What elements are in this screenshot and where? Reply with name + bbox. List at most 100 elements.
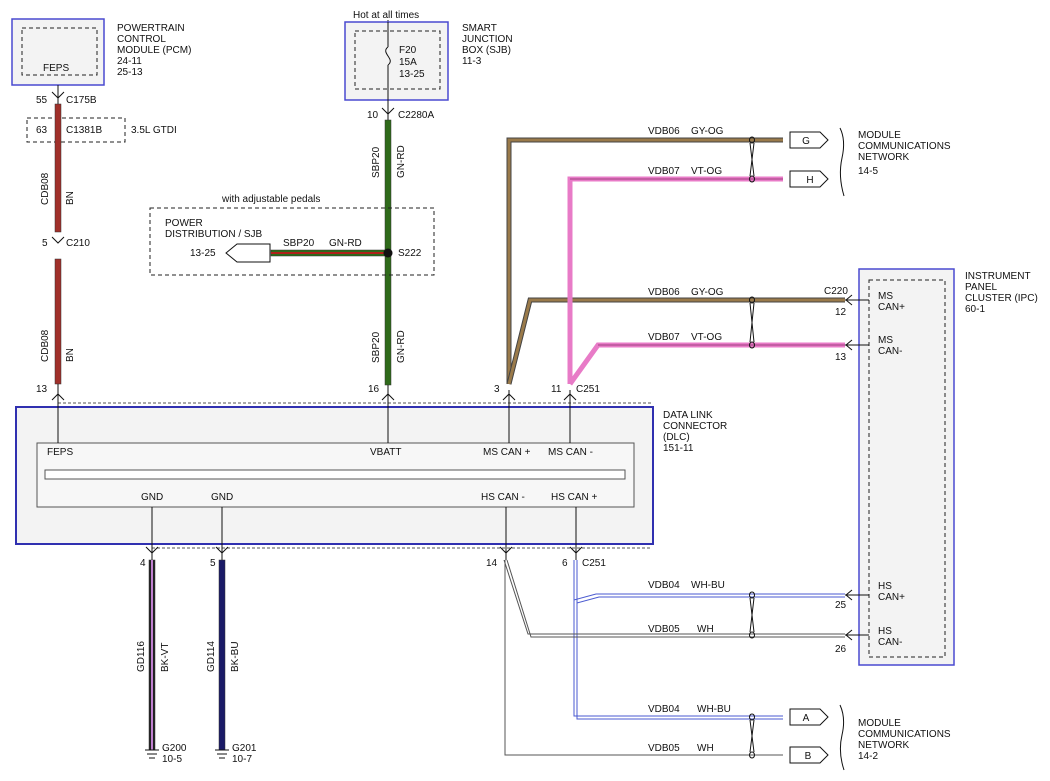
- connector-h: [789, 170, 829, 188]
- ipc-pin-26-l1: HS: [878, 626, 892, 637]
- feps-wire-top-circuit: CDB08: [40, 172, 51, 205]
- pcm-inner: [21, 27, 98, 76]
- dlc-num-13: 13: [36, 384, 48, 395]
- ground-icon-g201: [215, 749, 229, 759]
- mcn-top-conn-g: G: [802, 136, 810, 147]
- dlc-num-6: 6: [562, 558, 568, 569]
- mcn-bot-w2-color: WH: [697, 743, 714, 754]
- dlc-pin-mscanp: MS CAN +: [483, 447, 531, 458]
- hscanp-wires: [573, 560, 845, 720]
- sjb-box: [344, 21, 449, 101]
- ipc-pin-25-l1: HS: [878, 581, 892, 592]
- vbatt-wire-top-circuit: SBP20: [371, 146, 382, 178]
- ipc-pin-25-l2: CAN+: [878, 592, 905, 603]
- connector-b: [789, 746, 829, 764]
- gnd2-ground: G201: [232, 743, 257, 754]
- connector-a: [789, 708, 829, 726]
- pcm-title-1: POWERTRAIN: [117, 23, 185, 34]
- c175b-name: C175B: [66, 95, 97, 106]
- twist-icon-hs-ipc: [749, 591, 755, 639]
- feps-wire-bot-circuit: CDB08: [40, 329, 51, 362]
- mcn-top-w1-circuit: VDB06: [648, 126, 680, 137]
- mcn-top-w2-color: VT-OG: [691, 166, 722, 177]
- sjb-fuse-1: F20: [399, 45, 417, 56]
- pedals-pd-2: DISTRIBUTION / SJB: [165, 229, 263, 240]
- pedals-connector-shape: [225, 243, 271, 263]
- twist-icon-bot: [749, 713, 755, 759]
- mscann-wire-ipc: [567, 342, 845, 386]
- c1381b-name: C1381B: [66, 125, 102, 136]
- connector-g: [789, 131, 829, 149]
- c2280a-name: C2280A: [398, 110, 434, 121]
- ipc-pin-26-l2: CAN-: [878, 637, 902, 648]
- pedals-ref: 13-25: [190, 248, 216, 259]
- gnd2-wire: [218, 559, 226, 751]
- mcn-top-w1-color: GY-OG: [691, 126, 724, 137]
- pedals-label: with adjustable pedals: [221, 194, 320, 205]
- mcn-bot-w2-circuit: VDB05: [648, 743, 680, 754]
- mcn-top-conn-h: H: [806, 175, 813, 186]
- c1381b-num: 63: [36, 125, 48, 136]
- mcn-top-w2-circuit: VDB07: [648, 166, 680, 177]
- sjb-hot: Hot at all times: [353, 10, 419, 21]
- feps-wire-top-color: BN: [65, 191, 76, 205]
- gnd2-color: BK-BU: [230, 641, 241, 672]
- ipc-pin-13-l2: CAN-: [878, 346, 902, 357]
- mcn-top-label-1: MODULE: [858, 130, 901, 141]
- dlc-bar: [44, 469, 626, 480]
- ipc-box: [858, 268, 955, 666]
- pedals-box: [149, 207, 435, 276]
- pcm-title-3: MODULE (PCM): [117, 45, 191, 56]
- dlc-pin-mscann: MS CAN -: [548, 447, 593, 458]
- gnd2-circuit: GD114: [206, 641, 217, 672]
- pcm-title-4: 24-11: [117, 56, 142, 67]
- ipc-w-ms-n-color: VT-OG: [691, 332, 722, 343]
- dlc-pin-gnd2: GND: [211, 492, 233, 503]
- c1381b-note: 3.5L GTDI: [131, 125, 177, 136]
- gnd1-circuit: GD116: [136, 641, 147, 672]
- gnd1-ground: G200: [162, 743, 187, 754]
- dlc-pin-hscanp: HS CAN +: [551, 492, 598, 503]
- mcn-bot-w1-color: WH-BU: [697, 704, 731, 715]
- ipc-inner: [868, 279, 946, 658]
- gnd2-ref: 10-7: [232, 754, 252, 765]
- sjb-title-2: JUNCTION: [462, 34, 513, 45]
- vbatt-wire-top-color: GN-RD: [396, 145, 407, 178]
- ipc-w-hs-p-circuit: VDB04: [648, 580, 680, 591]
- mcn-bot-label-1: MODULE: [858, 718, 901, 729]
- ipc-title-1: INSTRUMENT: [965, 271, 1031, 282]
- sjb-inner: [354, 30, 441, 90]
- gnd1-color: BK-VT: [160, 643, 171, 672]
- sjb-fuse-3: 13-25: [399, 69, 425, 80]
- ipc-title-2: PANEL: [965, 282, 997, 293]
- pcm-title-5: 25-13: [117, 67, 143, 78]
- feps-wire-bot-color: BN: [65, 348, 76, 362]
- ipc-pin-13-num: 13: [835, 352, 847, 363]
- c210-arrow: [51, 236, 65, 244]
- ground-icon-g200: [145, 749, 159, 759]
- dlc-c251-bot: C251: [582, 558, 606, 569]
- gnd1-ref: 10-5: [162, 754, 182, 765]
- ipc-w-hs-p-color: WH-BU: [691, 580, 725, 591]
- ipc-pin-12-l1: MS: [878, 291, 893, 302]
- ipc-pin-12-l2: CAN+: [878, 302, 905, 313]
- c210-num: 5: [42, 238, 48, 249]
- ipc-w-ms-n-circuit: VDB07: [648, 332, 680, 343]
- pedals-pd-1: POWER: [165, 218, 203, 229]
- splice-s222: [383, 248, 393, 258]
- mcn-top-label-3: NETWORK: [858, 152, 909, 163]
- vbatt-wire-bot: [384, 252, 392, 386]
- feps-wire-top: [54, 103, 62, 233]
- mscann-wire-h: [567, 176, 783, 384]
- pcm-box: [11, 18, 105, 86]
- mcn-top-label-2: COMMUNICATIONS: [858, 141, 951, 152]
- ipc-w-hs-n-color: WH: [697, 624, 714, 635]
- pcm-title-2: CONTROL: [117, 34, 166, 45]
- mcn-bot-label-3: NETWORK: [858, 740, 909, 751]
- mcn-bot-conn-a: A: [803, 713, 810, 724]
- ipc-title-3: CLUSTER (IPC): [965, 293, 1038, 304]
- mcn-bot-label-4: 14-2: [858, 751, 878, 762]
- pedals-color: GN-RD: [329, 238, 362, 249]
- c210-name: C210: [66, 238, 90, 249]
- twist-icon-top: [749, 136, 755, 183]
